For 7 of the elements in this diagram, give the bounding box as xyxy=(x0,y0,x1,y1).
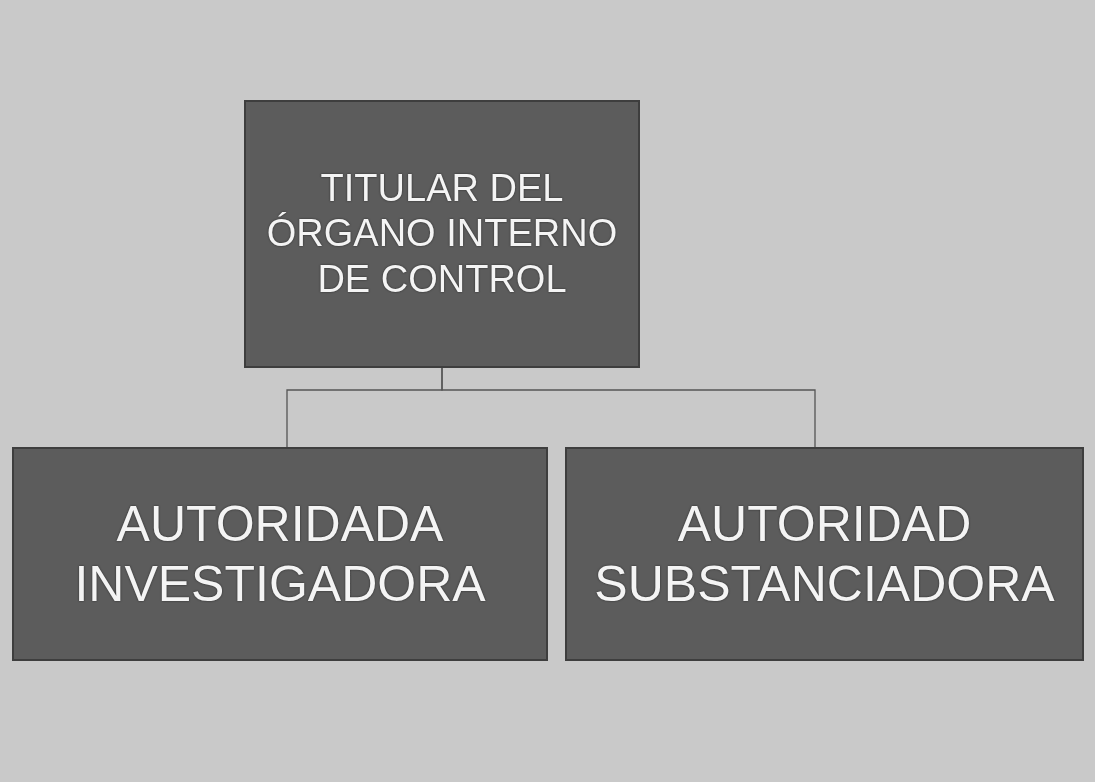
org-box xyxy=(12,447,548,661)
org-box xyxy=(244,100,640,368)
connector-line xyxy=(441,367,816,448)
box-title: AUTORIDADA INVESTIGADORA xyxy=(73,495,487,614)
box-title: AUTORIDAD SUBSTANCIADORA xyxy=(593,495,1056,614)
org-box xyxy=(565,447,1084,661)
box-title: TITULAR DEL ÓRGANO INTERNO DE CONTROL xyxy=(265,165,619,302)
